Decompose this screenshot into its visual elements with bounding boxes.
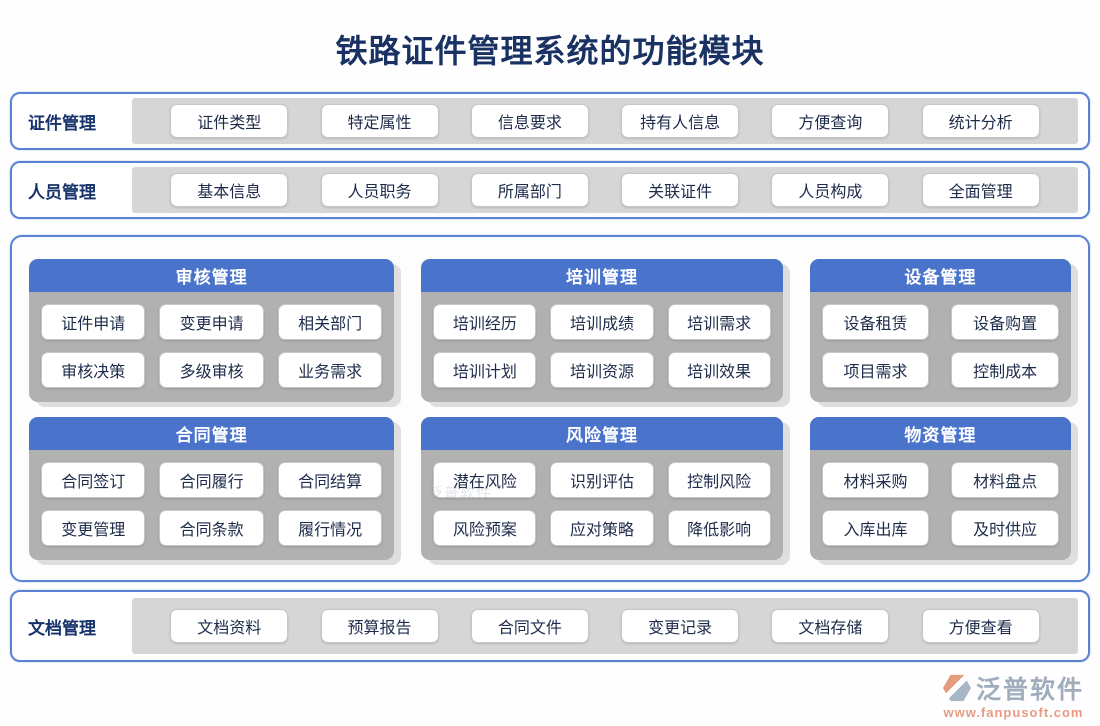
btn-contract-signing[interactable]: 合同签订 [41, 462, 146, 498]
band-certificate-label: 证件管理 [28, 113, 96, 133]
footer-brand: 泛普软件 www.fanpusoft.com [942, 670, 1084, 720]
band-document: 文档管理 文档资料 预算报告 合同文件 变更记录 文档存储 方便查看 [10, 590, 1090, 662]
btn-material-inventory[interactable]: 材料盘点 [951, 462, 1059, 498]
btn-response-strategy[interactable]: 应对策略 [550, 510, 654, 546]
brand-url: www.fanpusoft.com [943, 705, 1084, 720]
modules-container: 审核管理 证件申请 变更申请 相关部门 审核决策 多级审核 业务需求 培训管理 … [10, 235, 1090, 582]
btn-personnel-structure[interactable]: 人员构成 [771, 173, 890, 207]
btn-doc-material[interactable]: 文档资料 [170, 609, 289, 643]
btn-multilevel-audit[interactable]: 多级审核 [159, 352, 264, 388]
panel-equipment-title: 设备管理 [809, 259, 1071, 292]
fanpu-logo-icon [942, 674, 971, 702]
btn-risk-plan[interactable]: 风险预案 [433, 510, 537, 546]
btn-personnel-position[interactable]: 人员职务 [320, 173, 439, 207]
btn-stat-analysis[interactable]: 统计分析 [921, 104, 1040, 138]
btn-timely-supply[interactable]: 及时供应 [951, 510, 1059, 546]
band-document-strip: 文档资料 预算报告 合同文件 变更记录 文档存储 方便查看 [132, 598, 1078, 654]
btn-equipment-purchase[interactable]: 设备购置 [951, 304, 1059, 340]
band-document-label: 文档管理 [28, 618, 96, 638]
btn-info-requirement[interactable]: 信息要求 [470, 104, 589, 138]
btn-training-score[interactable]: 培训成绩 [550, 304, 654, 340]
btn-basic-info[interactable]: 基本信息 [170, 173, 289, 207]
page-title: 铁路证件管理系统的功能模块 [335, 33, 765, 69]
btn-overall-management[interactable]: 全面管理 [921, 173, 1040, 207]
btn-department[interactable]: 所属部门 [470, 173, 589, 207]
btn-cert-application[interactable]: 证件申请 [41, 304, 146, 340]
btn-easy-query[interactable]: 方便查询 [771, 104, 890, 138]
btn-audit-decision[interactable]: 审核决策 [41, 352, 146, 388]
btn-change-record[interactable]: 变更记录 [621, 609, 740, 643]
btn-identify-assess[interactable]: 识别评估 [550, 462, 654, 498]
btn-holder-info[interactable]: 持有人信息 [621, 104, 740, 138]
panel-contract: 合同管理 合同签订 合同履行 合同结算 变更管理 合同条款 履行情况 [29, 417, 395, 560]
btn-reduce-impact[interactable]: 降低影响 [667, 510, 771, 546]
btn-cost-control[interactable]: 控制成本 [951, 352, 1059, 388]
brand-name: 泛普软件 [975, 676, 1084, 704]
panel-equipment: 设备管理 设备租赁 设备购置 项目需求 控制成本 [809, 259, 1071, 402]
panel-audit: 审核管理 证件申请 变更申请 相关部门 审核决策 多级审核 业务需求 [29, 259, 395, 402]
btn-material-purchase[interactable]: 材料采购 [821, 462, 930, 498]
band-certificate: 证件管理 证件类型 特定属性 信息要求 持有人信息 方便查询 统计分析 [10, 92, 1090, 150]
btn-related-department[interactable]: 相关部门 [277, 304, 383, 340]
btn-cert-type[interactable]: 证件类型 [170, 104, 289, 138]
btn-contract-file[interactable]: 合同文件 [470, 609, 589, 643]
btn-contract-terms[interactable]: 合同条款 [159, 510, 264, 546]
band-certificate-strip: 证件类型 特定属性 信息要求 持有人信息 方便查询 统计分析 [132, 98, 1078, 144]
panel-material-title: 物资管理 [809, 417, 1071, 450]
btn-training-plan[interactable]: 培训计划 [433, 352, 537, 388]
band-personnel-strip: 基本信息 人员职务 所属部门 关联证件 人员构成 全面管理 [132, 167, 1078, 213]
panel-audit-title: 审核管理 [29, 259, 395, 292]
btn-training-need[interactable]: 培训需求 [667, 304, 771, 340]
panel-training-title: 培训管理 [421, 259, 783, 292]
panel-material: 物资管理 材料采购 材料盘点 入库出库 及时供应 [809, 417, 1071, 560]
panel-training: 培训管理 培训经历 培训成绩 培训需求 培训计划 培训资源 培训效果 [421, 259, 783, 402]
btn-contract-performance[interactable]: 合同履行 [159, 462, 264, 498]
panel-risk: 风险管理 潜在风险 识别评估 控制风险 风险预案 应对策略 降低影响 [421, 417, 783, 560]
btn-specific-attribute[interactable]: 特定属性 [320, 104, 439, 138]
btn-risk-control[interactable]: 控制风险 [667, 462, 771, 498]
btn-equipment-lease[interactable]: 设备租赁 [821, 304, 930, 340]
btn-budget-report[interactable]: 预算报告 [320, 609, 439, 643]
btn-easy-view[interactable]: 方便查看 [921, 609, 1040, 643]
btn-training-resource[interactable]: 培训资源 [550, 352, 654, 388]
band-personnel-label: 人员管理 [28, 182, 96, 202]
btn-potential-risk[interactable]: 潜在风险 [433, 462, 537, 498]
btn-change-application[interactable]: 变更申请 [159, 304, 264, 340]
btn-change-management[interactable]: 变更管理 [41, 510, 146, 546]
panel-contract-title: 合同管理 [29, 417, 395, 450]
panel-risk-title: 风险管理 [421, 417, 783, 450]
btn-warehouse-in-out[interactable]: 入库出库 [821, 510, 930, 546]
band-personnel: 人员管理 基本信息 人员职务 所属部门 关联证件 人员构成 全面管理 [10, 161, 1090, 219]
btn-business-need[interactable]: 业务需求 [277, 352, 383, 388]
btn-training-history[interactable]: 培训经历 [433, 304, 537, 340]
btn-doc-storage[interactable]: 文档存储 [771, 609, 890, 643]
btn-project-need[interactable]: 项目需求 [821, 352, 930, 388]
btn-contract-settlement[interactable]: 合同结算 [277, 462, 383, 498]
btn-performance-status[interactable]: 履行情况 [277, 510, 383, 546]
btn-training-effect[interactable]: 培训效果 [667, 352, 771, 388]
btn-linked-certificate[interactable]: 关联证件 [621, 173, 740, 207]
